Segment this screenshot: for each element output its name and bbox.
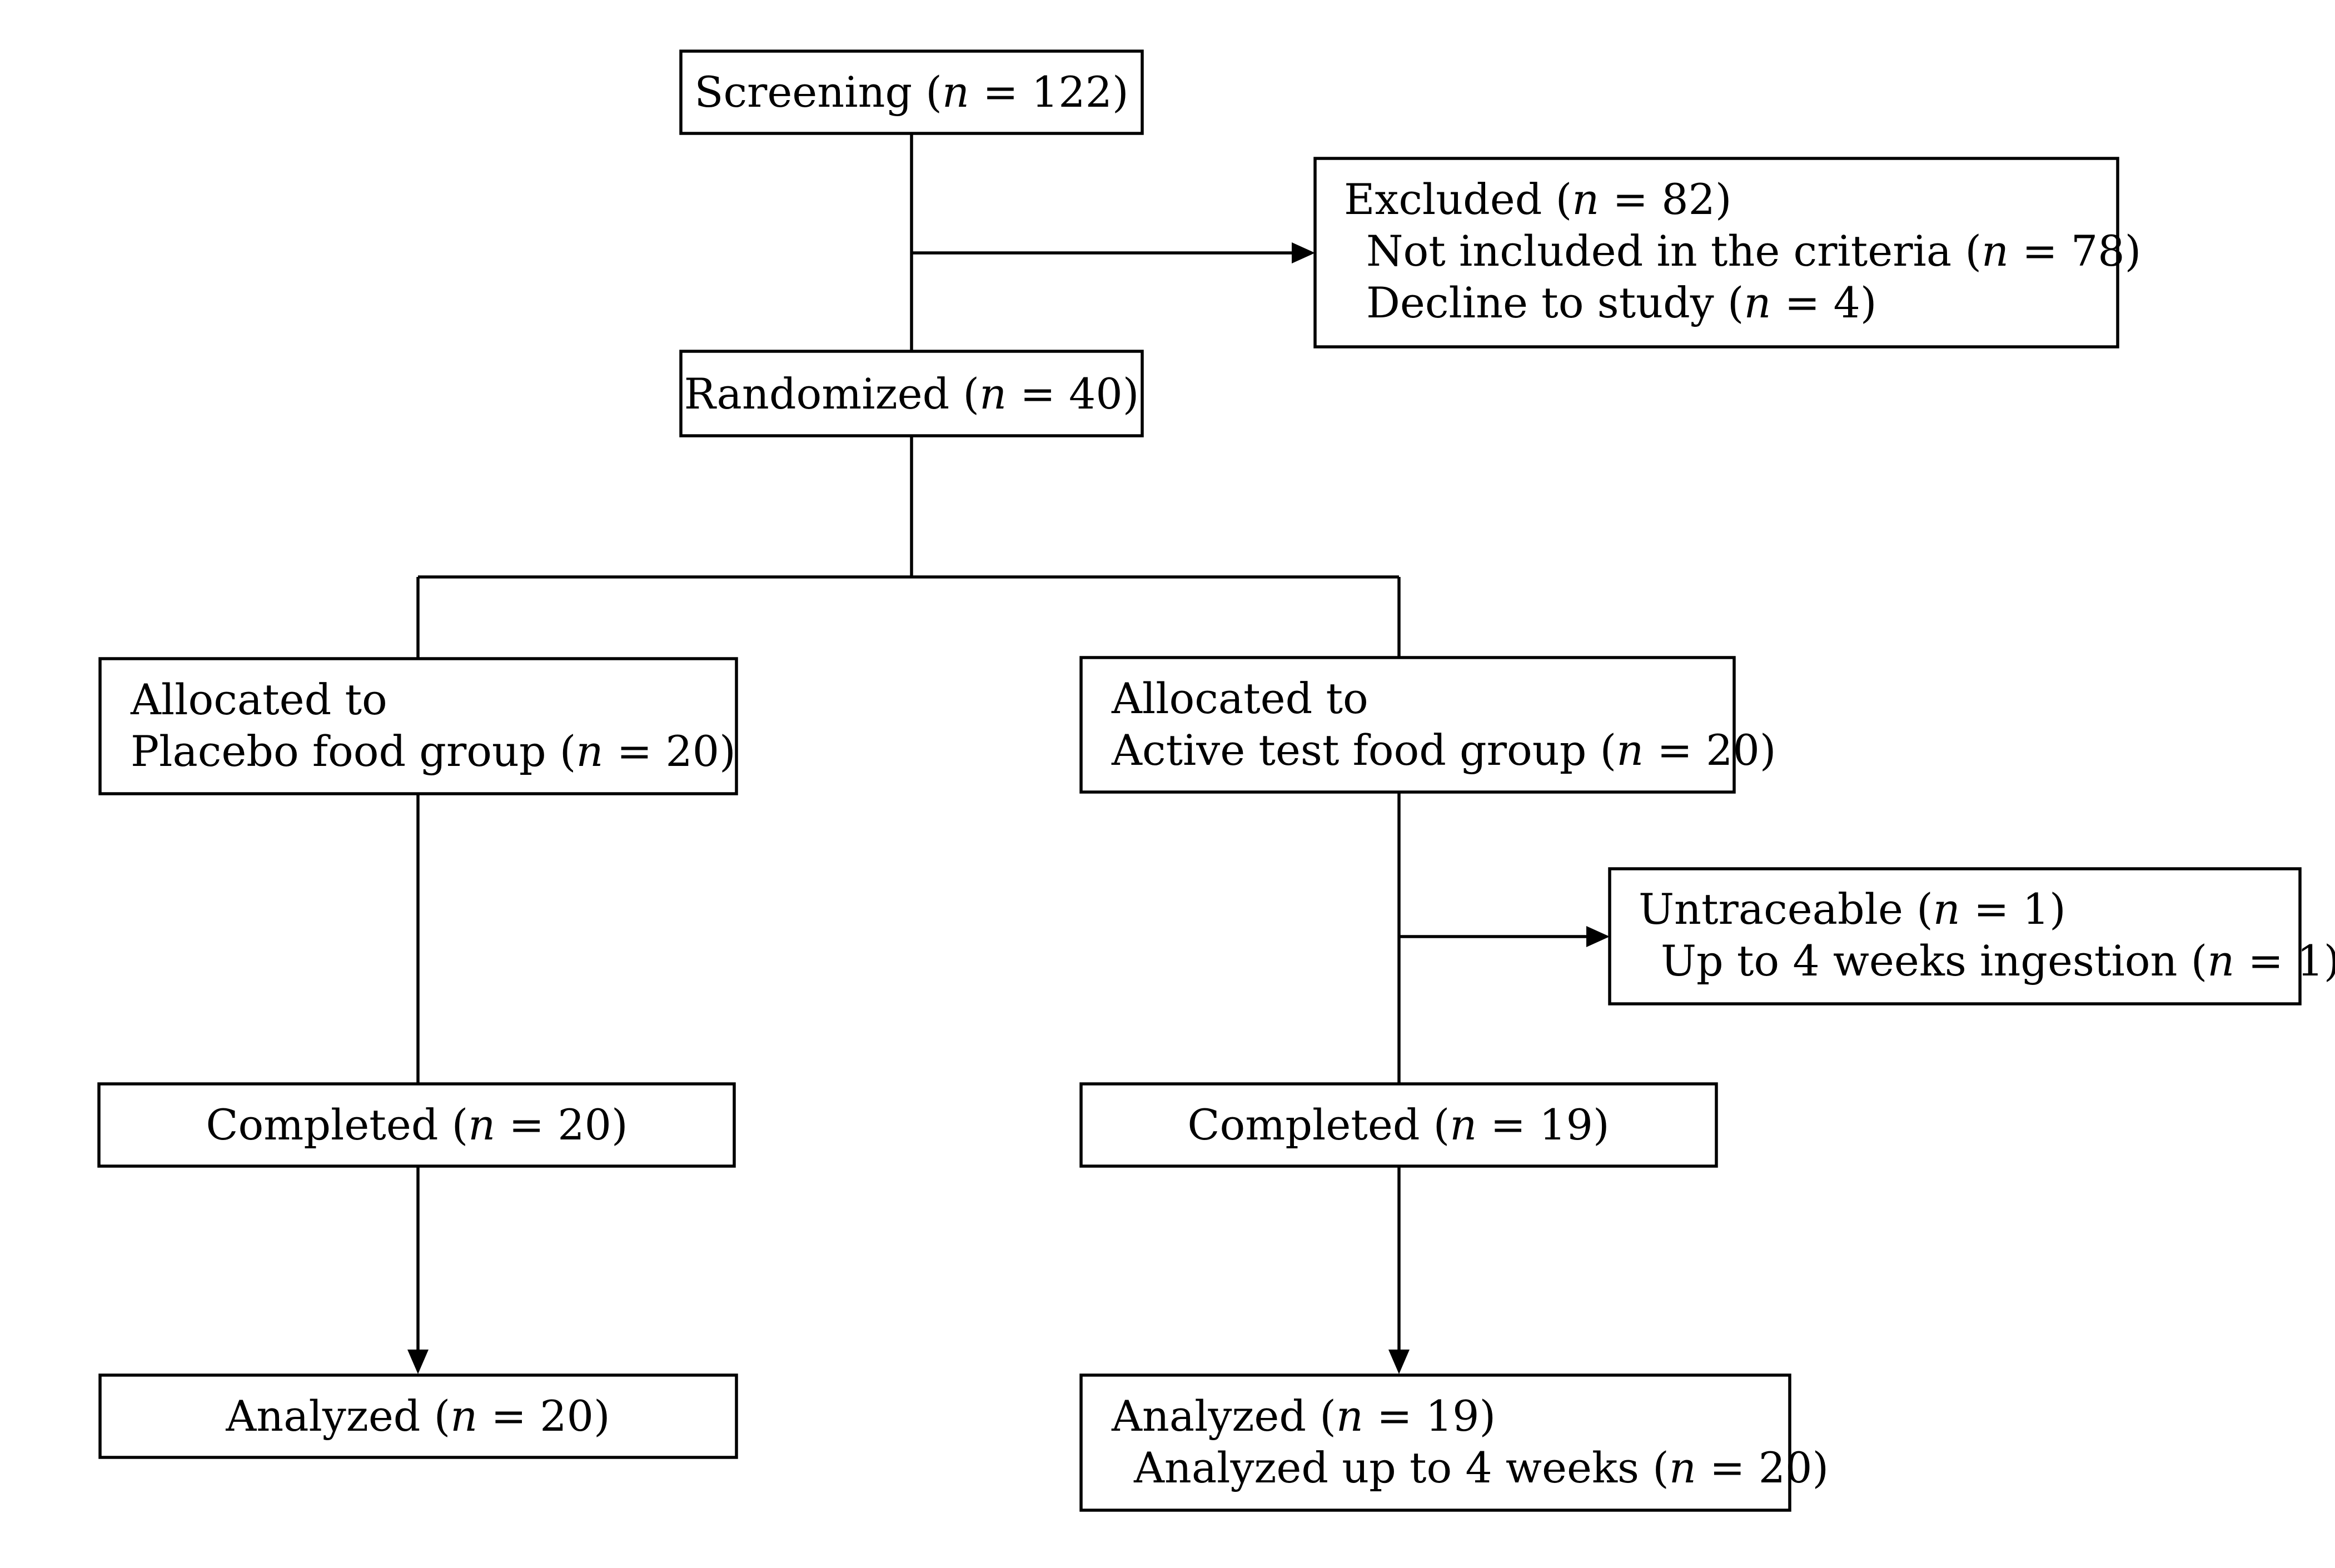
placebo-analyzed-arrowhead [407,1350,429,1374]
active-allocated-line-2: Active test food group (n = 20) [1111,725,1776,775]
excluded-box: Excluded (n = 82) Not included in the cr… [1313,157,2141,349]
active-analyzed-arrowhead [1388,1350,1410,1374]
active-allocated-line-1: Allocated to [1111,674,1368,723]
placebo-analyzed-label: Analyzed (n = 20) [225,1391,610,1441]
placebo-completed-box: Completed (n = 20) [97,1082,736,1168]
connectors [407,133,1610,1374]
to-excluded-arrowhead [1292,242,1315,263]
screening-box: Screening (n = 122) [679,49,1144,135]
placebo-allocated-line-1: Allocated to [130,675,387,724]
active-allocated-box: Allocated to Active test food group (n =… [1079,656,1776,794]
excluded-not-included-line: Not included in the criteria (n = 78) [1366,226,2141,276]
placebo-allocated-box: Allocated to Placebo food group (n = 20) [98,657,738,795]
randomized-label: Randomized (n = 40) [684,369,1139,419]
randomized-box: Randomized (n = 40) [679,350,1144,437]
active-analyzed-title: Analyzed (n = 19) [1111,1391,1496,1441]
excluded-title: Excluded (n = 82) [1344,175,1732,224]
to-untraceable-arrowhead [1586,926,1610,947]
active-completed-label: Completed (n = 19) [1187,1100,1609,1149]
untraceable-detail-line: Up to 4 weeks ingestion (n = 1) [1661,936,2335,985]
excluded-declined-line: Decline to study (n = 4) [1366,278,1876,327]
active-completed-box: Completed (n = 19) [1079,1082,1718,1168]
screening-label: Screening (n = 122) [694,67,1128,117]
placebo-allocated-line-2: Placebo food group (n = 20) [131,726,736,776]
active-analyzed-box: Analyzed (n = 19) Analyzed up to 4 weeks… [1079,1373,1829,1512]
untraceable-box: Untraceable (n = 1) Up to 4 weeks ingest… [1608,867,2335,1005]
placebo-completed-label: Completed (n = 20) [206,1100,628,1149]
active-analyzed-detail-line: Analyzed up to 4 weeks (n = 20) [1133,1443,1829,1492]
untraceable-title: Untraceable (n = 1) [1639,884,2066,934]
placebo-analyzed-box: Analyzed (n = 20) [98,1373,738,1459]
